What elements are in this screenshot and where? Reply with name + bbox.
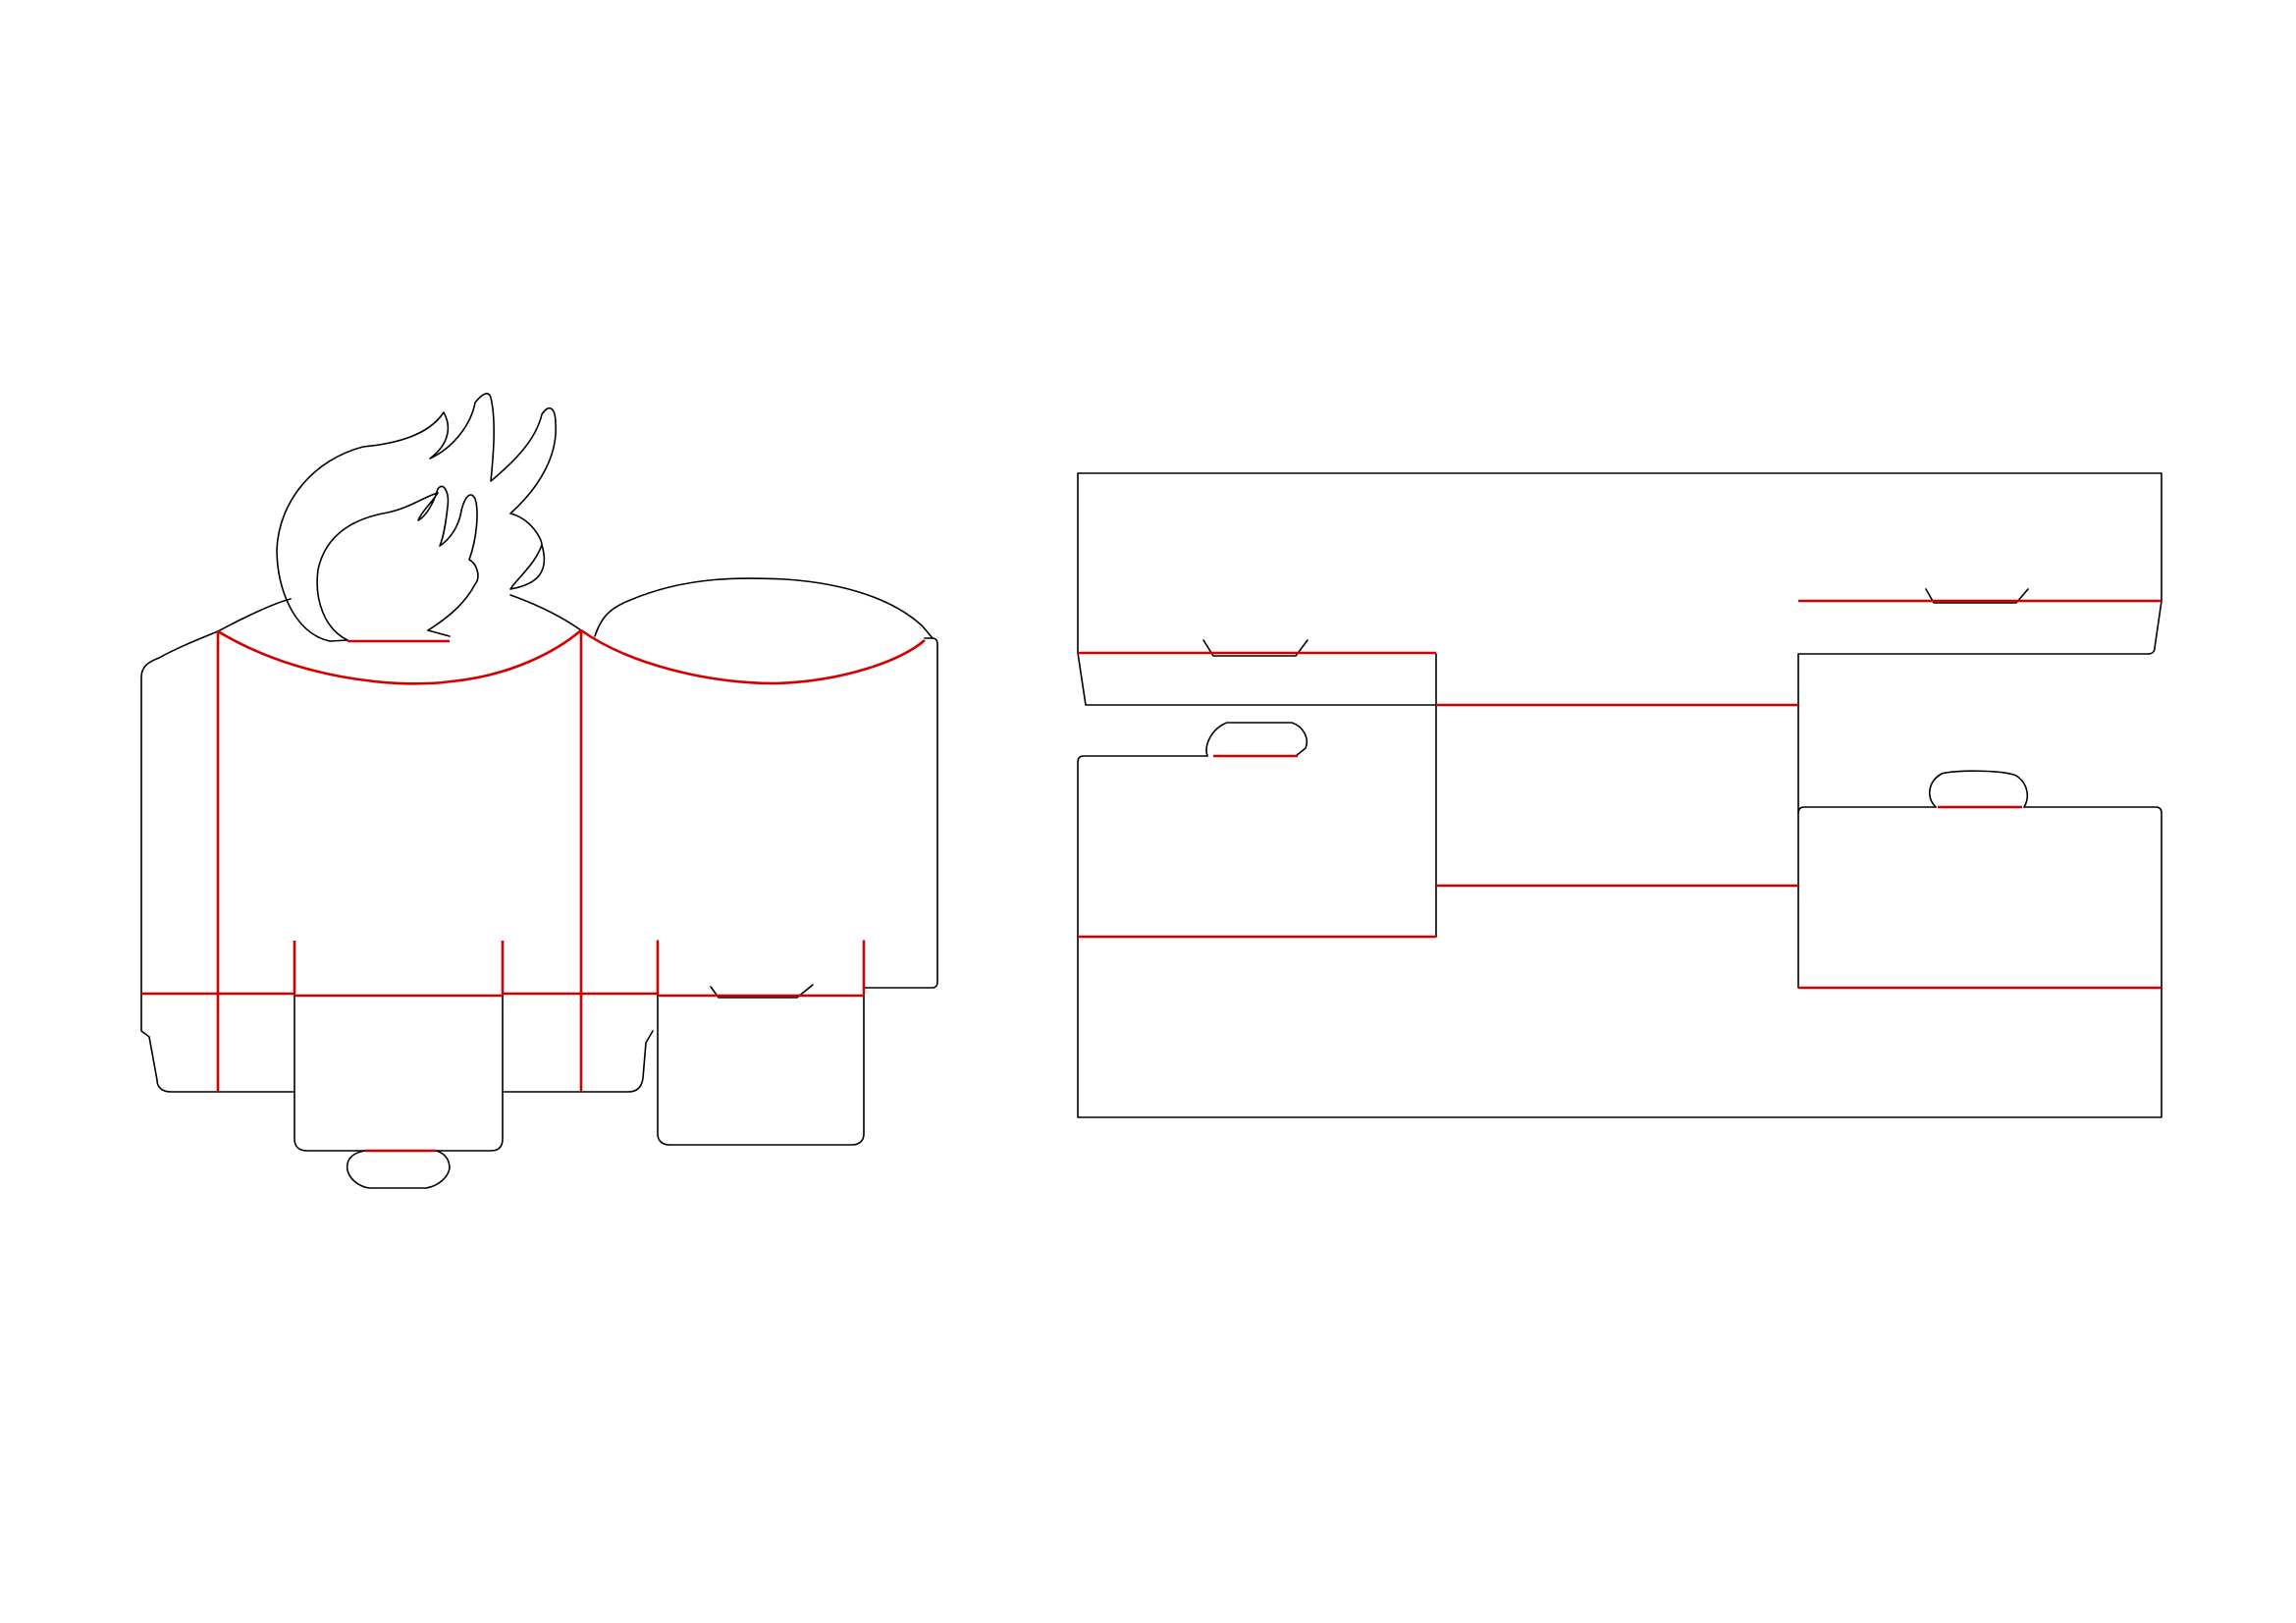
box-right-lower-left-edge <box>1797 806 1937 814</box>
bottom-tab-left-outline <box>294 993 504 1152</box>
front-panel-bottom-outline <box>502 1030 654 1093</box>
fold-right-arc <box>580 628 926 685</box>
cut-lines <box>140 393 938 1189</box>
top-curved-edge-left <box>217 598 292 632</box>
top-curved-edge-mid <box>509 594 582 631</box>
cut-lines <box>1077 472 2163 1118</box>
bottom-tab-right-notch <box>710 984 814 999</box>
fold-left-arc <box>217 629 582 685</box>
box-left-lower-panel <box>1077 704 1437 938</box>
bottom-tab-left-lock <box>346 1150 451 1189</box>
box-outer-bottom <box>1077 936 2163 1118</box>
box-left-top-notch <box>1202 639 1308 657</box>
right-panel-top-curve <box>594 577 934 639</box>
flame-inner-contour <box>316 485 479 641</box>
box-right-lower-panel <box>1797 653 2163 989</box>
box-left-top-flap <box>1077 472 1437 706</box>
box-left-lock-tab <box>1205 722 1308 757</box>
box-right-top-notch <box>1925 588 2029 604</box>
bottom-tab-right-outline <box>657 940 865 1146</box>
box-outer-top <box>1077 472 2163 655</box>
flame-box-dieline <box>140 393 938 1189</box>
fold-lines <box>141 628 926 1153</box>
flame-outer-contour <box>276 393 557 642</box>
right-panel-outline <box>863 637 938 989</box>
left-side-panel-outline <box>140 630 295 1093</box>
fold-lines <box>1078 599 2162 990</box>
flame-base-left <box>329 639 348 642</box>
box-right-lock-tab <box>1929 770 2029 808</box>
flame-base-right <box>427 629 451 637</box>
flat-box-dieline <box>1077 472 2163 1118</box>
